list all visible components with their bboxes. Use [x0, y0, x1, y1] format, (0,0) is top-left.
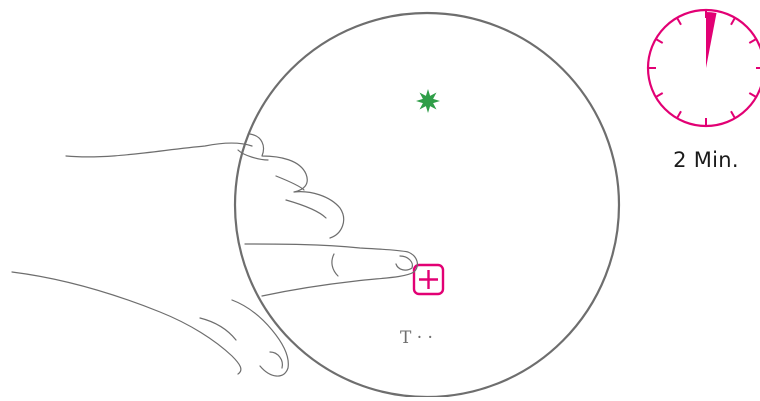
hand-forearm-upper-edge — [66, 143, 252, 157]
timer-icon — [648, 10, 760, 126]
hand-palm-inner — [200, 318, 236, 340]
brand-logo-text: T · · — [400, 328, 433, 348]
pair-button-plus-icon — [414, 265, 443, 294]
status-led-green-icon — [416, 89, 440, 113]
hand-thumb-nail — [270, 352, 282, 368]
timer-duration-label: 2 Min. — [658, 148, 754, 172]
hand-palm-lower-edge — [12, 272, 241, 374]
timer-dial — [648, 10, 760, 126]
telekom-logo: T · · — [400, 328, 433, 348]
